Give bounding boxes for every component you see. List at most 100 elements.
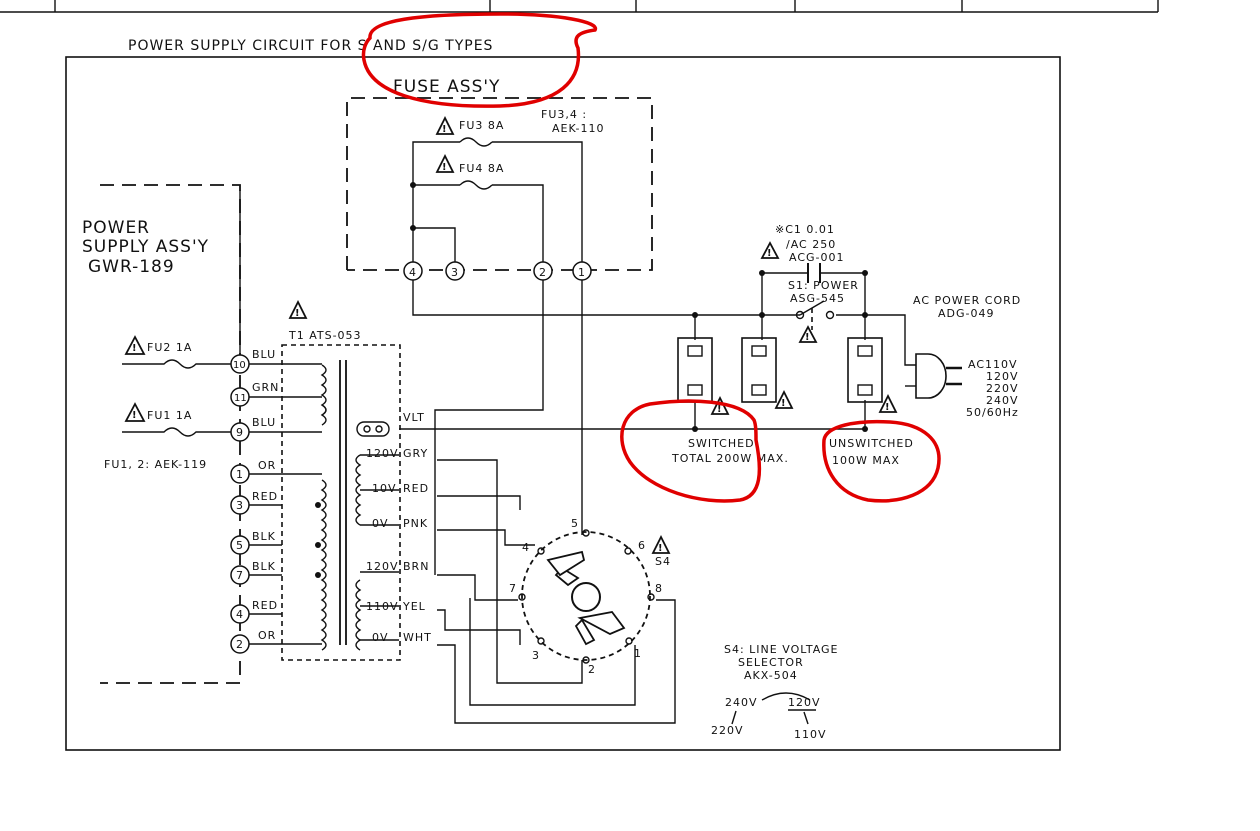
warning-icon: ! xyxy=(710,395,730,415)
switched-label-1: SWITCHED xyxy=(688,437,755,450)
selector-pos-240: 240V xyxy=(725,696,758,709)
svg-text:!: ! xyxy=(442,162,447,173)
ac-plug xyxy=(915,353,962,399)
fuse-fu1 xyxy=(122,427,231,437)
warning-icon: ! xyxy=(774,389,794,409)
selector-pin: 1 xyxy=(634,647,642,660)
fuse-fu4 xyxy=(459,180,493,190)
tap-voltage: 0V xyxy=(372,631,389,644)
power-supply-assembly: POWER SUPPLY ASS'Y GWR-189 ! FU2 1A ! FU… xyxy=(82,184,241,684)
selector-label-3: AKX-504 xyxy=(744,669,798,682)
warning-icon: ! xyxy=(798,325,818,343)
selector-pin: 3 xyxy=(532,649,540,662)
fu-part-label: FU1, 2: AEK-119 xyxy=(104,458,207,471)
fuse-assy-label: FUSE ASS'Y xyxy=(393,77,500,97)
cord-voltage: AC110V xyxy=(968,358,1018,371)
psu-terminal-number: 11 xyxy=(234,393,247,404)
selector-label-2: SELECTOR xyxy=(738,656,804,669)
fuse-terminal: 3 xyxy=(451,266,459,279)
outlet-switched-2 xyxy=(741,337,777,403)
svg-text:!: ! xyxy=(132,343,137,354)
tap-voltage: 0V xyxy=(372,517,389,530)
psu-label-1: POWER xyxy=(82,218,150,238)
svg-text:!: ! xyxy=(885,402,890,413)
selector-pin: 4 xyxy=(522,541,530,554)
unswitched-label-1: UNSWITCHED xyxy=(829,437,914,450)
transformer-t1: ! T1 ATS-053 VLT 120V GRY 10V RED 0V PNK… xyxy=(281,299,432,661)
selector-label-1: S4: LINE VOLTAGE xyxy=(724,643,839,656)
diagram-frame xyxy=(65,56,1061,751)
selector-pin: 5 xyxy=(571,517,579,530)
psu-wire-color: RED xyxy=(252,490,278,503)
fuse-part-number: AEK-110 xyxy=(552,122,605,135)
svg-text:!: ! xyxy=(767,248,772,259)
switched-label-2: TOTAL 200W MAX. xyxy=(671,452,789,465)
switch-label-1: S1: POWER xyxy=(788,279,859,292)
selector-pos-220: 220V xyxy=(711,724,744,737)
psu-terminals: 10 11 9 1 3 5 7 4 2 BLU GRN BLU OR RED B… xyxy=(230,190,282,654)
tap-wire: PNK xyxy=(403,517,428,530)
cord-label-1: AC POWER CORD xyxy=(913,294,1021,307)
psu-terminal-number: 3 xyxy=(236,499,243,512)
psu-terminal-number: 1 xyxy=(236,468,243,481)
psu-terminal-number: 4 xyxy=(236,608,243,621)
warning-icon: ! xyxy=(288,299,308,319)
svg-text:!: ! xyxy=(805,332,810,343)
cord-label-2: ADG-049 xyxy=(938,307,994,320)
fuse-assembly: FUSE ASS'Y FU3,4 : AEK-110 ! FU3 8A ! FU… xyxy=(346,77,653,281)
psu-label-3: GWR-189 xyxy=(88,257,175,277)
svg-text:!: ! xyxy=(442,124,447,135)
selector-pin: 6 xyxy=(638,539,646,552)
capacitor-label-1: ※C1 0.01 xyxy=(775,223,835,236)
tap-voltage: 110V xyxy=(366,600,399,613)
line-voltage-selector: 5 4 6 7 8 3 2 1 ! S4 xyxy=(509,517,671,676)
fuse-terminal: 4 xyxy=(409,266,417,279)
tap-wire: BRN xyxy=(403,560,429,573)
fuse-terminal: 2 xyxy=(539,266,547,279)
warning-icon: ! xyxy=(124,335,146,355)
tap-voltage: 120V xyxy=(366,560,399,573)
diagram-title: POWER SUPPLY CIRCUIT FOR S AND S/G TYPES xyxy=(128,38,493,54)
tap-voltage: 120V xyxy=(366,447,399,460)
cord-voltage: 220V xyxy=(986,382,1019,395)
svg-text:!: ! xyxy=(717,404,722,415)
tap-voltage: 10V xyxy=(372,482,397,495)
warning-icon: ! xyxy=(124,402,146,422)
psu-wire-color: OR xyxy=(258,459,276,472)
psu-wire-color: BLK xyxy=(252,560,276,573)
svg-text:!: ! xyxy=(295,308,300,319)
psu-terminal-number: 7 xyxy=(236,569,243,582)
warning-icon: ! xyxy=(435,115,455,135)
transformer-label: T1 ATS-053 xyxy=(288,329,362,342)
psu-wire-color: OR xyxy=(258,629,276,642)
outlet-unswitched xyxy=(847,337,883,403)
fuse-fu2 xyxy=(122,359,231,369)
outlet-switched-1 xyxy=(677,337,713,403)
tap-wire: RED xyxy=(403,482,429,495)
selector-pin: 2 xyxy=(588,663,596,676)
svg-text:!: ! xyxy=(658,543,663,554)
unswitched-label-2: 100W MAX xyxy=(832,454,900,467)
selector-pos-120: 120V xyxy=(788,696,821,709)
psu-label-2: SUPPLY ASS'Y xyxy=(82,237,209,257)
capacitor-label-2: /AC 250 xyxy=(786,238,836,251)
tap-wire: WHT xyxy=(403,631,432,644)
cord-voltage: 240V xyxy=(986,394,1019,407)
page-top-border xyxy=(0,0,1159,13)
fuse-part-label: FU3,4 : xyxy=(541,108,587,121)
fuse-terminal: 1 xyxy=(578,266,586,279)
warning-icon: ! xyxy=(435,153,455,173)
psu-wire-color: BLU xyxy=(252,348,276,361)
psu-terminal-number: 5 xyxy=(236,539,243,552)
main-wiring: ! xyxy=(399,263,916,724)
psu-wire-color: BLK xyxy=(252,530,276,543)
selector-name: S4 xyxy=(655,555,671,568)
tap-wire: YEL xyxy=(402,600,426,613)
fu2-label: FU2 1A xyxy=(147,341,192,354)
fuse-fu3 xyxy=(459,137,493,147)
svg-text:!: ! xyxy=(132,410,137,421)
capacitor-label-3: ACG-001 xyxy=(789,251,845,264)
switch-label-2: ASG-545 xyxy=(790,292,845,305)
tap-wire: VLT xyxy=(403,411,425,424)
svg-text:!: ! xyxy=(781,398,786,409)
